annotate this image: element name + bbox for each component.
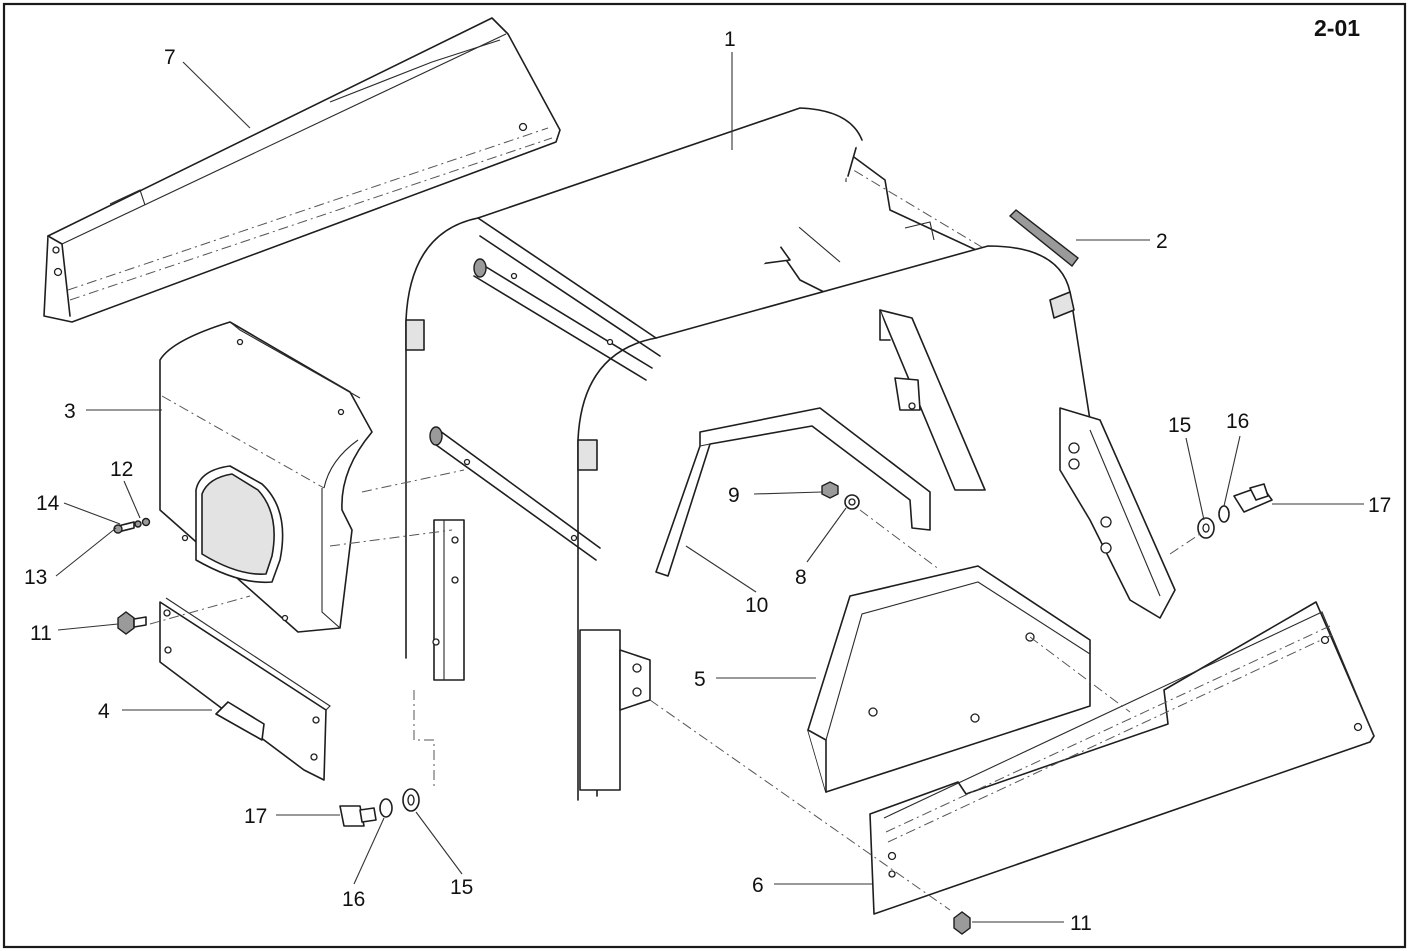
part-7-side-rail [43,17,561,323]
callout-12: 12 [110,458,133,481]
callout-4: 4 [98,700,110,723]
part-15-washer-right [1197,517,1215,539]
part-9-nut [821,481,839,499]
callout-3: 3 [64,400,76,423]
callout-6: 6 [752,874,764,897]
part-17-bolt-right [1233,483,1273,513]
part-15-washer-left [402,788,420,812]
part-4-plate [159,597,331,781]
part-16-washer-right [1218,505,1230,523]
part-3-shroud [159,321,373,633]
part-5-panel [807,565,1091,793]
part-14-washer [134,520,142,528]
callout-15-right: 15 [1168,414,1191,437]
callout-1: 1 [724,28,736,51]
callout-7: 7 [164,46,176,69]
callout-13: 13 [24,566,47,589]
callout-16-right: 16 [1226,410,1249,433]
callout-16-left: 16 [342,888,365,911]
part-10-strip [655,407,931,577]
part-11-bolt-right [953,911,971,935]
callout-8: 8 [795,566,807,589]
callout-17-left: 17 [244,805,267,828]
callout-2: 2 [1156,230,1168,253]
callout-10: 10 [745,594,768,617]
part-11-bolt-left [117,611,147,635]
part-2-rod [1008,209,1079,268]
callout-15-left: 15 [450,876,473,899]
callout-17-right: 17 [1368,494,1391,517]
callout-labels: 1 2 3 4 5 6 7 8 9 10 11 11 12 13 14 15 1… [24,28,1391,935]
callout-14: 14 [36,492,60,515]
part-12-washer [141,517,151,527]
part-16-washer-left [379,798,393,818]
callout-11-right: 11 [1070,912,1092,935]
part-8-washer [844,494,860,510]
callout-9: 9 [728,484,740,507]
callout-11-left: 11 [30,622,52,645]
part-6-side-rail [869,601,1375,915]
callout-5: 5 [694,668,706,691]
leader-lines [55,52,1364,923]
part-17-bolt-left [339,805,377,827]
page-number: 2-01 [1314,15,1360,41]
assembly-lines [149,469,1201,911]
part-1-frame [405,107,1176,801]
